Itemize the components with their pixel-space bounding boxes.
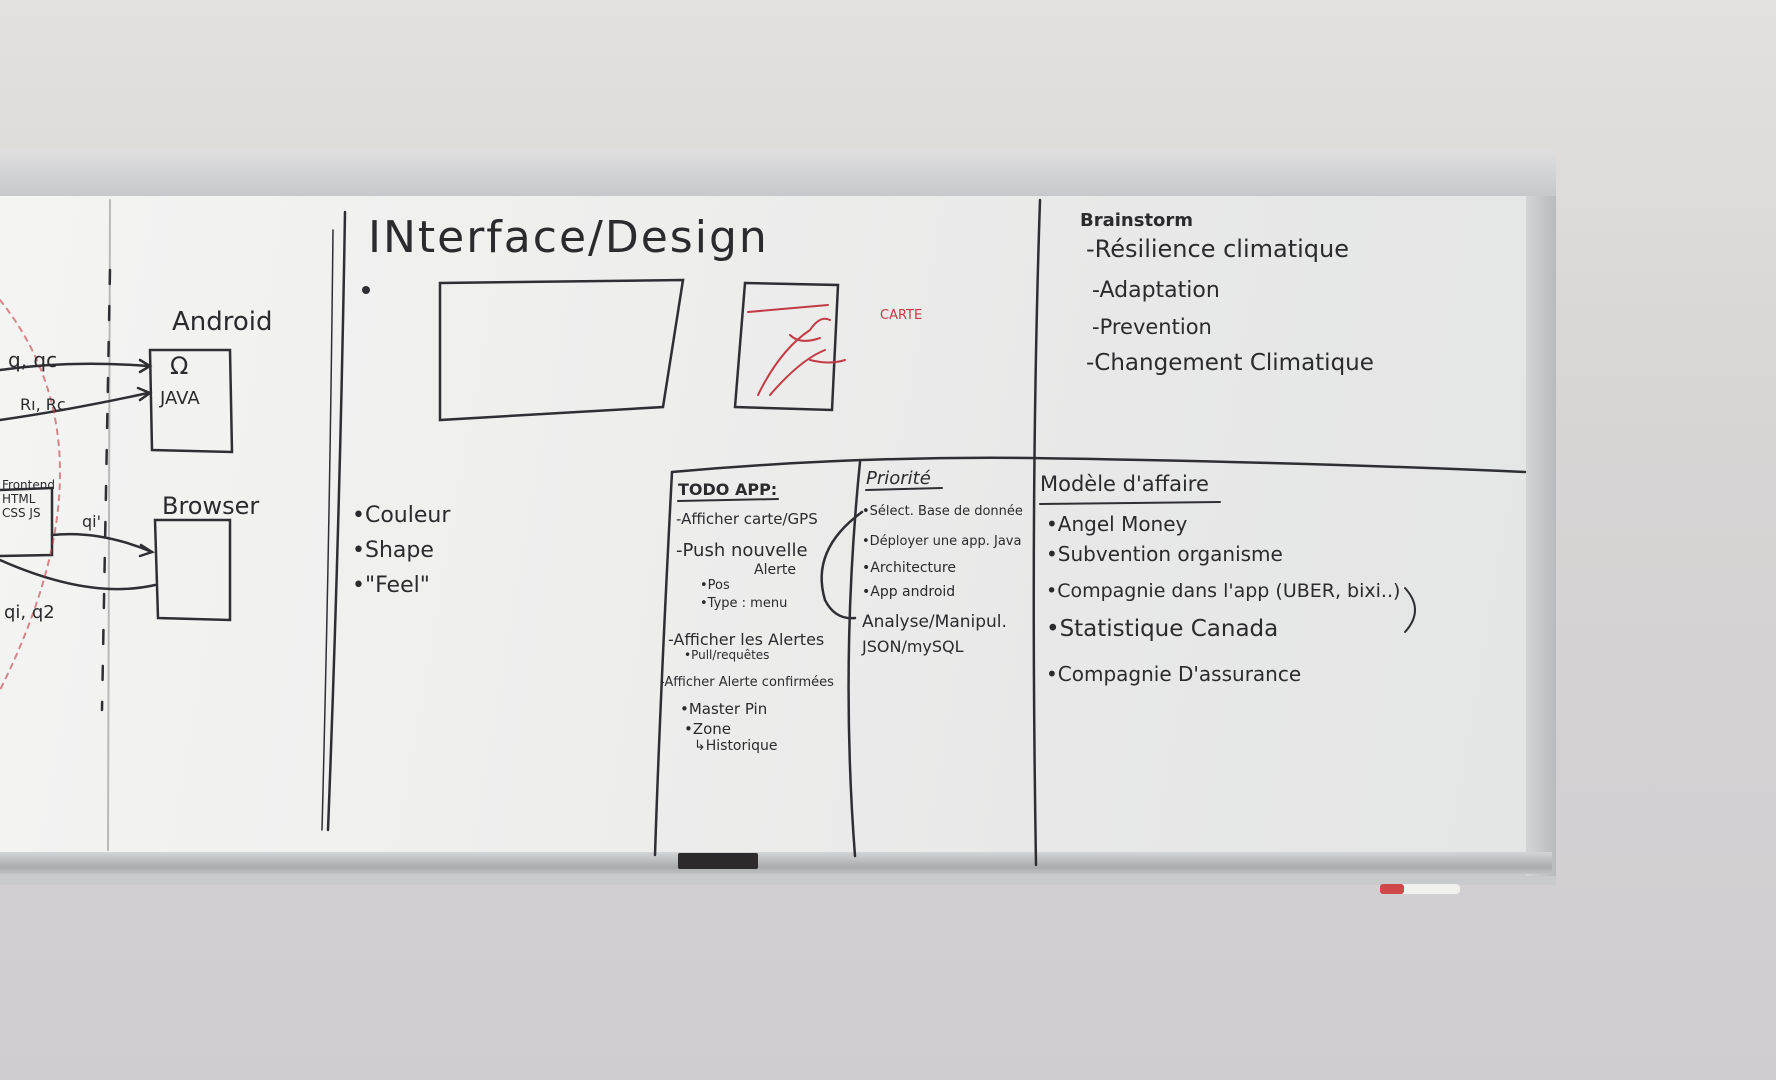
faint-divider-line	[107, 199, 111, 851]
brainstorm-item-3: -Prevention	[1092, 315, 1212, 339]
business-item-5: •Compagnie D'assurance	[1046, 662, 1302, 686]
wireframe-map-box	[733, 281, 840, 412]
red-dashed-circle	[0, 299, 61, 691]
priority-item-4: •App android	[862, 584, 956, 600]
priority-left-border	[847, 460, 862, 858]
frontend-box	[0, 486, 54, 558]
whiteboard-top-rail	[0, 150, 1556, 196]
priority-item-3: •Architecture	[862, 560, 956, 576]
todo-item-1: -Afficher carte/GPS	[676, 510, 818, 528]
android-box	[148, 348, 234, 454]
divider-line-design	[326, 210, 347, 832]
arrow-label-c: qi'	[82, 512, 101, 531]
arrow-browser	[50, 532, 154, 554]
business-brace	[1404, 587, 1416, 633]
arrow-browser-loop	[0, 558, 157, 591]
design-item-3: •"Feel"	[352, 573, 430, 598]
priority-bracket	[820, 510, 864, 620]
divider-line-brainstorm	[1032, 198, 1042, 867]
design-item-2: •Shape	[352, 538, 434, 563]
arrow-response	[0, 391, 150, 422]
todo-item-4: •Pos	[700, 578, 730, 593]
todo-title-underline	[677, 498, 779, 502]
android-box-java: JAVA	[160, 388, 200, 409]
business-item-1: •Angel Money	[1046, 512, 1188, 536]
red-map-road-5	[809, 359, 846, 364]
red-map-road-4	[789, 334, 821, 342]
divider-line-design-2	[321, 229, 334, 831]
marker-tray	[0, 852, 1552, 874]
brainstorm-item-1: -Résilience climatique	[1086, 235, 1350, 263]
design-title: INterface/Design	[368, 212, 769, 263]
arrow-response-head	[136, 386, 153, 402]
arrow-browser-head	[138, 543, 155, 558]
red-map-road-3	[769, 349, 826, 396]
browser-box	[153, 518, 232, 622]
arrow-request	[0, 362, 150, 372]
priority-item-2: •Déployer une app. Java	[862, 534, 1022, 549]
todo-item-3: Alerte	[754, 562, 796, 578]
browser-label: Browser	[162, 492, 260, 520]
whiteboard-right-frame	[1526, 196, 1556, 876]
frontend-label: Frontend HTML CSS JS	[2, 478, 55, 520]
business-item-2: •Subvention organisme	[1046, 542, 1283, 566]
map-label: CARTE	[880, 308, 923, 323]
eraser	[678, 853, 758, 869]
priority-item-6: JSON/mySQL	[862, 637, 964, 656]
todo-item-5: •Type : menu	[700, 596, 788, 611]
todo-item-7: •Pull/requêtes	[684, 648, 770, 662]
todo-item-2: -Push nouvelle	[676, 540, 808, 561]
arrow-request-head	[138, 358, 153, 374]
arrow-label-d: qi, q2	[4, 602, 55, 623]
red-map-road-1	[747, 304, 829, 313]
brainstorm-item-4: -Changement Climatique	[1086, 350, 1374, 376]
priority-title-underline	[865, 487, 943, 491]
business-title: Modèle d'affaire	[1040, 472, 1209, 496]
business-item-3: •Compagnie dans l'app (UBER, bixi..)	[1046, 580, 1401, 602]
brainstorm-title: Brainstorm	[1080, 210, 1194, 231]
red-map-road-2	[757, 317, 831, 396]
arrow-label-b: Rı, Rc	[20, 395, 66, 414]
todo-item-9: •Master Pin	[680, 700, 768, 718]
design-item-1: •Couleur	[352, 503, 451, 528]
priority-item-5: Analyse/Manipul.	[862, 612, 1007, 632]
priority-title: Priorité	[866, 468, 931, 489]
horizontal-divider	[670, 456, 1527, 474]
whiteboard-surface	[0, 196, 1526, 854]
business-title-underline	[1039, 501, 1221, 505]
marker-cap	[1380, 884, 1404, 894]
todo-item-6: -Afficher les Alertes	[668, 630, 825, 649]
todo-left-border	[653, 470, 674, 857]
priority-item-1: •Sélect. Base de donnée	[862, 504, 1023, 519]
wireframe-wide-box	[438, 278, 685, 422]
arrow-label-a: q, qc	[8, 348, 58, 372]
android-box-symbol: Ω	[170, 352, 189, 380]
todo-item-11: ↳Historique	[694, 738, 778, 754]
bullet-dot	[362, 286, 370, 294]
todo-item-8: -Afficher Alerte confirmées	[660, 675, 834, 690]
business-item-4: •Statistique Canada	[1046, 616, 1279, 642]
todo-item-10: •Zone	[684, 720, 732, 738]
android-label: Android	[172, 307, 273, 337]
brainstorm-item-2: -Adaptation	[1092, 278, 1220, 303]
todo-title: TODO APP:	[678, 480, 778, 499]
dashed-boundary	[100, 268, 112, 712]
